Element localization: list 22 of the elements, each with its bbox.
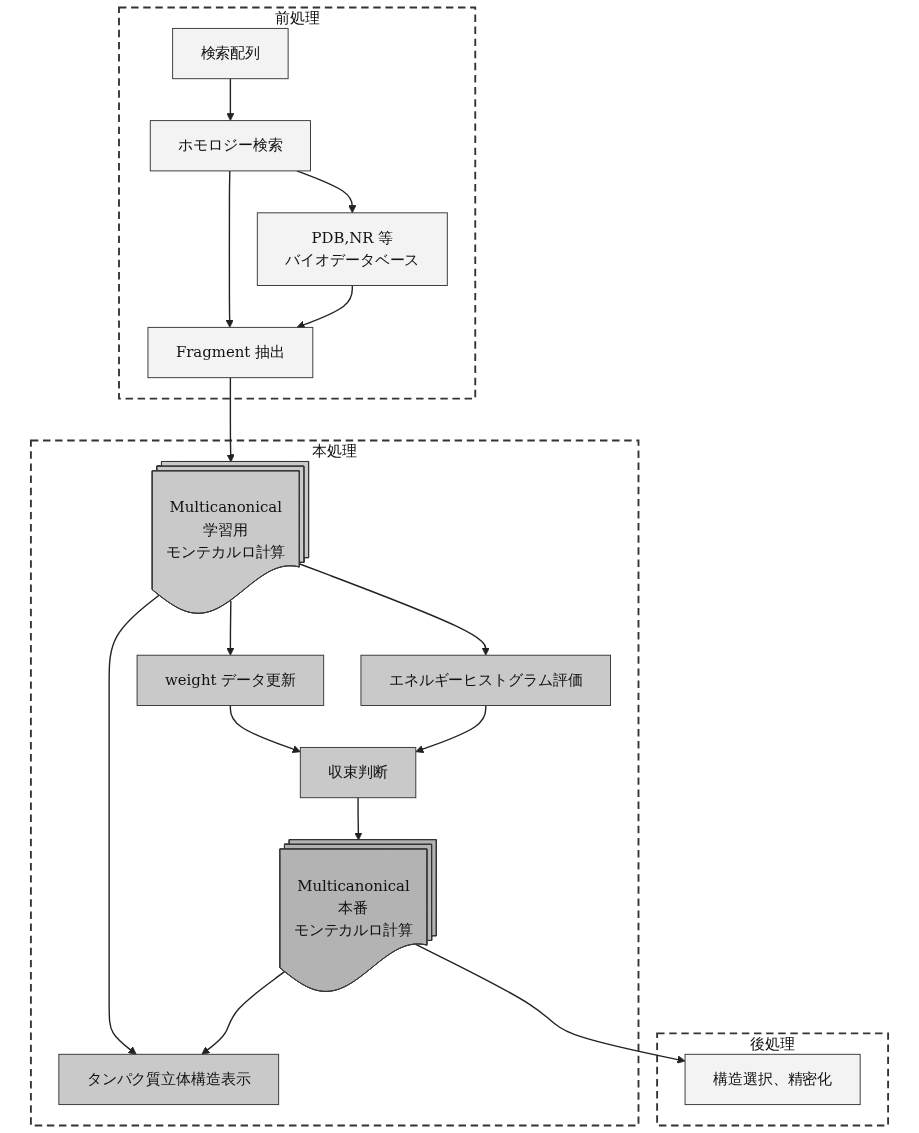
arrow bbox=[226, 600, 235, 656]
arrow bbox=[415, 943, 686, 1064]
arrow bbox=[299, 563, 490, 656]
arrow bbox=[226, 377, 235, 463]
node-box: weight データ更新 bbox=[136, 654, 325, 706]
node-box: 構造選択、精密化 bbox=[684, 1053, 861, 1106]
arrow bbox=[226, 78, 235, 121]
arrow bbox=[415, 704, 487, 754]
arrow bbox=[296, 284, 353, 329]
node-box: 検索配列 bbox=[172, 27, 289, 80]
node-box: ホモロジー検索 bbox=[149, 120, 311, 172]
arrow bbox=[225, 170, 234, 328]
node-box: 収束判断 bbox=[299, 746, 417, 799]
arrow bbox=[296, 170, 357, 214]
arrow bbox=[354, 797, 363, 841]
arrow bbox=[108, 594, 160, 1055]
node-box: PDB,NR 等 バイオデータベース bbox=[256, 212, 448, 286]
node-box: タンパク質立体構造表示 bbox=[58, 1053, 280, 1106]
arrow bbox=[201, 970, 286, 1055]
node-box: Fragment 抽出 bbox=[147, 326, 314, 379]
node-box: エネルギーヒストグラム評価 bbox=[360, 654, 611, 706]
arrow bbox=[229, 704, 301, 754]
